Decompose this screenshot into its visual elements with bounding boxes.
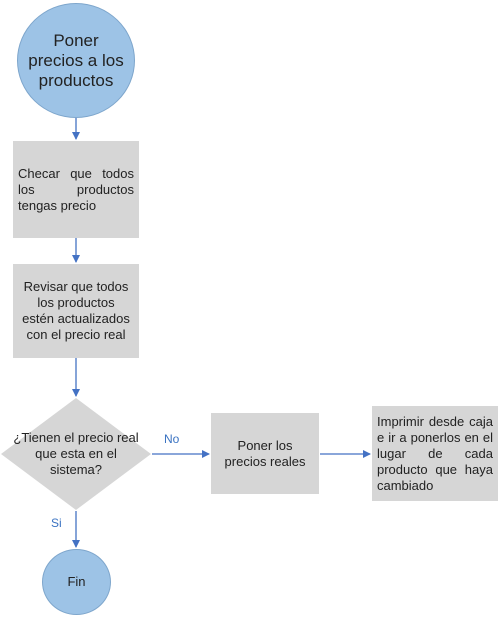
no-branch-label: No <box>164 432 180 446</box>
set-prices-box: Poner los precios reales <box>211 413 319 494</box>
decision-node: ¿Tienen el precio real que esta en el si… <box>4 422 148 486</box>
set-prices-label: Poner los precios reales <box>224 437 306 469</box>
yes-branch-label: Si <box>51 516 62 530</box>
end-node-label: Fin <box>67 574 86 589</box>
decision-label: ¿Tienen el precio real que esta en el si… <box>13 430 139 477</box>
print-labels-box: Imprimir desde caja e ir a ponerlos en e… <box>372 406 498 501</box>
review-prices-label: Revisar que todos los productos estén ac… <box>22 279 130 342</box>
end-node: Fin <box>42 549 111 615</box>
print-labels-label: Imprimir desde caja e ir a ponerlos en e… <box>377 413 493 493</box>
review-prices-box: Revisar que todos los productos estén ac… <box>13 264 139 358</box>
check-prices-box: Checar que todos los productos tengas pr… <box>13 141 139 238</box>
decision-diamond-shape <box>1 398 151 510</box>
check-prices-label: Checar que todos los productos tengas pr… <box>18 165 134 213</box>
start-node: Poner precios a los productos <box>17 3 135 118</box>
start-node-label: Poner precios a los productos <box>28 30 124 90</box>
